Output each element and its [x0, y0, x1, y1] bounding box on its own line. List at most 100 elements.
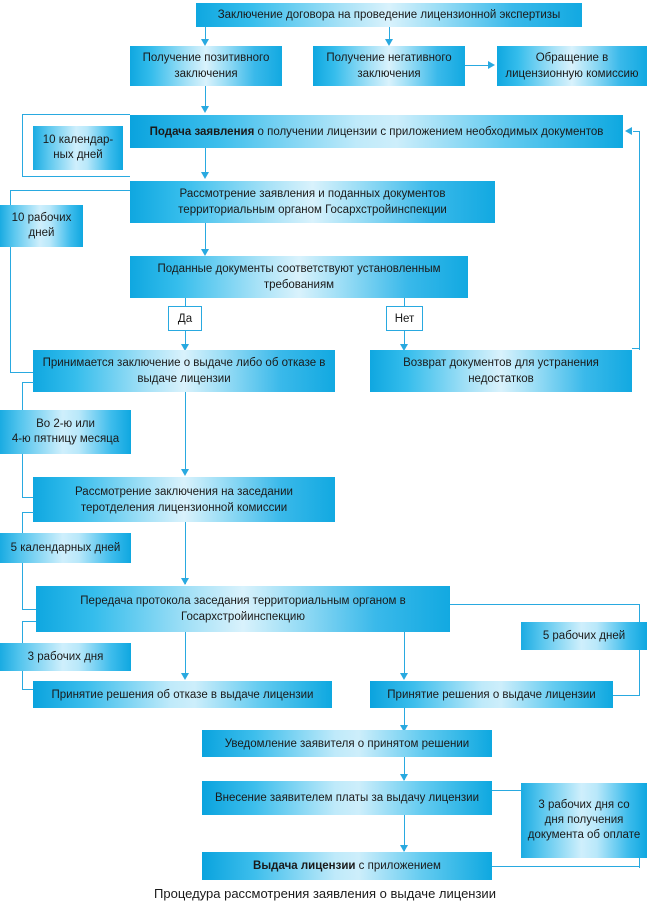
node-commission-review: Рассмотрение заключения на заседании тер… — [33, 477, 335, 522]
node-documents-compliance-label: Поданные документы соответствуют установ… — [157, 263, 441, 291]
node-refusal-decision: Принятие решения об отказе в выдаче лице… — [33, 681, 332, 708]
connector-contract-positive — [205, 27, 207, 41]
bracket-3pay-top — [492, 790, 522, 792]
connector-protocol-refusal — [185, 632, 187, 678]
bracket-5work-bottom — [610, 695, 640, 697]
node-payment: Внесение заявителем платы за выдачу лице… — [202, 781, 492, 815]
connector-contract-negative — [389, 27, 391, 41]
arrowhead-no-return — [400, 344, 408, 351]
arrowhead-yes-decision — [181, 344, 189, 351]
tag-5-calendar-days: 5 календарных дней — [0, 533, 131, 563]
node-license-issue-label: Выдача лицензии с приложением — [253, 858, 441, 874]
node-grant-decision: Принятие решения о выдаче лицензии — [370, 681, 613, 708]
node-payment-label: Внесение заявителем платы за выдачу лице… — [214, 792, 479, 804]
arrowhead-protocol-refusal — [181, 673, 189, 680]
tag-5-working-days-label: 5 рабочих дней — [542, 629, 626, 642]
tag-second-fourth-friday-label: Во 2-ю или 4-ю пятницу месяца — [11, 418, 120, 445]
tag-second-fourth-friday: Во 2-ю или 4-ю пятницу месяца — [0, 410, 131, 454]
bracket-10cal-top — [22, 114, 130, 116]
connector-review-compliance — [205, 223, 207, 254]
arrowhead-notification-payment — [400, 774, 408, 781]
connector-grant-notification — [404, 708, 406, 730]
node-protocol-transfer-label: Передача протокола заседания территориал… — [80, 595, 406, 623]
node-review-documents-label: Рассмотрение заявления и поданных докуме… — [178, 188, 447, 216]
node-contract-label: Заключение договора на проведение лиценз… — [217, 9, 561, 21]
bracket-5cal-top — [22, 512, 34, 514]
tag-3-working-days-label: 3 рабочих дня — [27, 650, 104, 663]
tag-3-days-after-payment: 3 рабочих дня со дня получения документа… — [521, 783, 647, 858]
connector-negative-appeal — [465, 65, 488, 67]
arrowhead-positive-application — [201, 106, 209, 113]
connector-notification-payment — [404, 757, 406, 780]
connector-positive-application — [205, 86, 207, 108]
connector-commission-protocol — [185, 522, 187, 584]
tag-3-days-after-payment-label: 3 рабочих дня со дня получения документа… — [527, 799, 641, 841]
arrowhead-application-review — [201, 172, 209, 179]
arrowhead-payment-issue — [400, 845, 408, 852]
arrowhead-review-compliance — [201, 249, 209, 256]
node-appeal-commission-label: Обращение в лицензионную комиссию — [505, 52, 639, 80]
diagram-caption-text: Процедура рассмотрения заявления о выдач… — [154, 886, 496, 901]
node-decision-made: Принимается заключение о выдаче либо об … — [33, 350, 335, 392]
bracket-friday-top — [22, 382, 34, 384]
bracket-10cal-bottom — [22, 176, 130, 178]
arrowhead-decision-commission — [181, 469, 189, 476]
node-application: Подача заявления о получении лицензии с … — [130, 115, 623, 148]
tag-10-working-days-label: 10 рабочих дней — [11, 212, 72, 239]
connector-application-review — [205, 148, 207, 176]
arrowhead-protocol-grant — [400, 673, 408, 680]
arrowhead-contract-positive — [201, 39, 209, 46]
node-refusal-decision-label: Принятие решения об отказе в выдаче лице… — [51, 688, 314, 701]
node-return-documents-label: Возврат документов для устранения недост… — [403, 357, 599, 385]
bracket-5work-right — [639, 604, 641, 696]
node-review-documents: Рассмотрение заявления и поданных докуме… — [130, 181, 495, 223]
connector-payment-issue — [404, 815, 406, 851]
connector-compliance-yes — [185, 298, 187, 307]
bracket-10cal-left — [22, 114, 24, 176]
arrowhead-commission-protocol — [181, 578, 189, 585]
diagram-caption: Процедура рассмотрения заявления о выдач… — [0, 886, 650, 901]
branch-label-no: Нет — [386, 306, 423, 331]
tag-10-working-days: 10 рабочих дней — [0, 205, 83, 247]
tag-5-working-days: 5 рабочих дней — [521, 622, 647, 650]
node-appeal-commission: Обращение в лицензионную комиссию — [497, 46, 647, 86]
arrowhead-contract-negative — [385, 39, 393, 46]
tag-10-calendar-days-label: 10 календар- ных дней — [42, 134, 114, 161]
node-contract: Заключение договора на проведение лиценз… — [196, 3, 582, 27]
node-positive-conclusion: Получение позитивного заключения — [130, 46, 282, 86]
arrowhead-grant-notification — [400, 725, 408, 732]
node-negative-conclusion-label: Получение негативного заключения — [326, 52, 452, 80]
tag-3-working-days: 3 рабочих дня — [0, 643, 131, 671]
node-license-issue-rest: с приложением — [355, 860, 441, 872]
node-notification: Уведомление заявителя о принятом решении — [202, 730, 492, 757]
loop-return-bottom — [632, 348, 640, 350]
branch-label-yes-text: Да — [177, 312, 193, 325]
node-protocol-transfer: Передача протокола заседания территориал… — [36, 586, 450, 632]
connector-no-return — [404, 331, 406, 347]
bracket-5work-top — [450, 604, 640, 606]
connector-protocol-grant — [404, 632, 406, 678]
branch-label-yes: Да — [168, 306, 202, 331]
node-grant-decision-label: Принятие решения о выдаче лицензии — [387, 688, 596, 701]
node-documents-compliance: Поданные документы соответствуют установ… — [130, 256, 468, 298]
node-application-rest: о получении лицензии с приложением необх… — [254, 125, 604, 138]
node-license-issue: Выдача лицензии с приложением — [202, 852, 492, 880]
bracket-3pay-right — [639, 857, 641, 868]
bracket-friday-bottom — [22, 497, 34, 499]
node-application-label: Подача заявления о получении лицензии с … — [150, 124, 604, 140]
tag-5-calendar-days-label: 5 календарных дней — [10, 541, 121, 554]
bracket-10work-bottom — [10, 372, 40, 374]
connector-yes-decision — [185, 331, 187, 347]
arrowhead-loop-application — [625, 127, 632, 135]
bracket-3work-bottom — [22, 689, 36, 691]
loop-return-right — [639, 131, 641, 350]
node-application-bold: Подача заявления — [149, 125, 255, 138]
connector-compliance-no — [404, 298, 406, 307]
node-return-documents: Возврат документов для устранения недост… — [370, 350, 632, 392]
bracket-5cal-bottom — [22, 609, 36, 611]
bracket-3work-top — [22, 621, 36, 623]
bracket-10work-top — [10, 190, 130, 192]
node-positive-conclusion-label: Получение позитивного заключения — [142, 52, 270, 80]
node-license-issue-bold: Выдача лицензии — [253, 860, 356, 872]
